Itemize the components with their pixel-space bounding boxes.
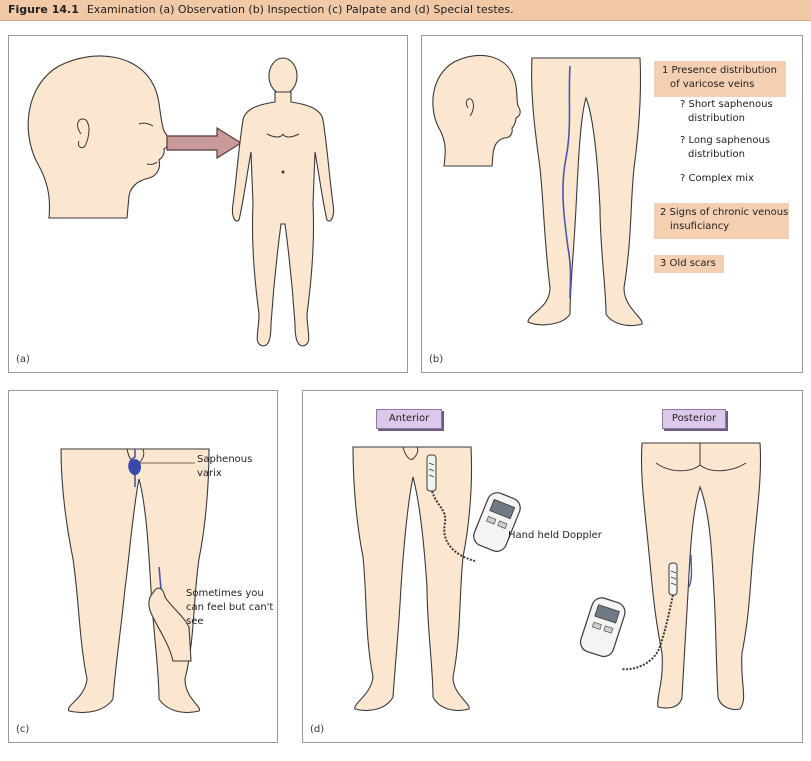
panel-b: (b) 1 Presence distribution of varicose … — [421, 35, 803, 373]
feel-line3: see — [186, 616, 204, 627]
varix-line2: varix — [197, 468, 222, 479]
anterior-doppler-device-icon — [473, 492, 521, 552]
anterior-label: Anterior — [376, 409, 442, 429]
saphenous-varix-pointer — [139, 462, 195, 464]
observation-arrow-icon — [166, 126, 243, 160]
feel-but-cant-see-label: Sometimes you can feel but can't see — [186, 587, 273, 629]
anterior-legs-illustration — [352, 446, 473, 712]
item1-line1: 1 Presence distribution — [662, 65, 777, 76]
standing-patient-illustration — [231, 57, 335, 347]
feel-line1: Sometimes you — [186, 588, 264, 599]
old-scars-tag: 3 Old scars — [654, 255, 724, 273]
panel-a: (a) — [8, 35, 408, 373]
complex-mix-label: ? Complex mix — [680, 173, 754, 184]
figure-caption-bar: Figure 14.1 Examination (a) Observation (… — [0, 0, 811, 21]
observer-head-illustration-b — [432, 54, 521, 167]
saphenous-varix-mark — [128, 449, 141, 487]
panel-c-letter: (c) — [16, 724, 30, 735]
panel-d-letter: (d) — [310, 724, 325, 735]
sub1-line1: ? Short saphenous — [680, 99, 773, 110]
item1-line2: of varicose veins — [670, 79, 755, 90]
varix-line1: Saphenous — [197, 454, 253, 465]
hand-held-doppler-label: Hand held Doppler — [508, 530, 602, 541]
varicose-distribution-tag: 1 Presence distribution of varicose vein… — [654, 61, 786, 97]
posterior-doppler-probe-icon — [620, 554, 693, 671]
saphenous-varix-label: Saphenous varix — [197, 453, 252, 481]
figure-caption: Figure 14.1 Examination (a) Observation (… — [8, 3, 514, 16]
long-saphenous-label: ? Long saphenous distribution — [680, 134, 770, 162]
item2-line1: 2 Signs of chronic venous — [660, 207, 789, 218]
figure-label: Figure 14.1 — [8, 3, 79, 16]
sub2-line1: ? Long saphenous — [680, 135, 771, 146]
palpating-hand-illustration — [148, 566, 192, 662]
posterior-doppler-device-icon — [579, 597, 626, 658]
sub1-line2: distribution — [688, 113, 745, 124]
panel-d: (d) Anterior Posterior Hand held Doppler — [302, 390, 803, 743]
short-saphenous-label: ? Short saphenous distribution — [680, 98, 773, 126]
item2-line2: insuficiancy — [670, 221, 730, 232]
figure-caption-text: Examination (a) Observation (b) Inspecti… — [86, 3, 514, 16]
posterior-label: Posterior — [662, 409, 726, 429]
anterior-doppler-probe-icon — [426, 454, 476, 562]
sub2-line2: distribution — [688, 149, 745, 160]
panel-a-letter: (a) — [16, 354, 30, 365]
legs-inspection-illustration — [527, 57, 643, 327]
observer-head-illustration — [27, 55, 170, 219]
chronic-venous-tag: 2 Signs of chronic venous insuficiancy — [654, 203, 789, 239]
panel-b-letter: (b) — [429, 354, 444, 365]
feel-line2: can feel but can't — [186, 602, 274, 613]
panel-c: (c) Saphenous varix Sometimes you can fe… — [8, 390, 278, 743]
